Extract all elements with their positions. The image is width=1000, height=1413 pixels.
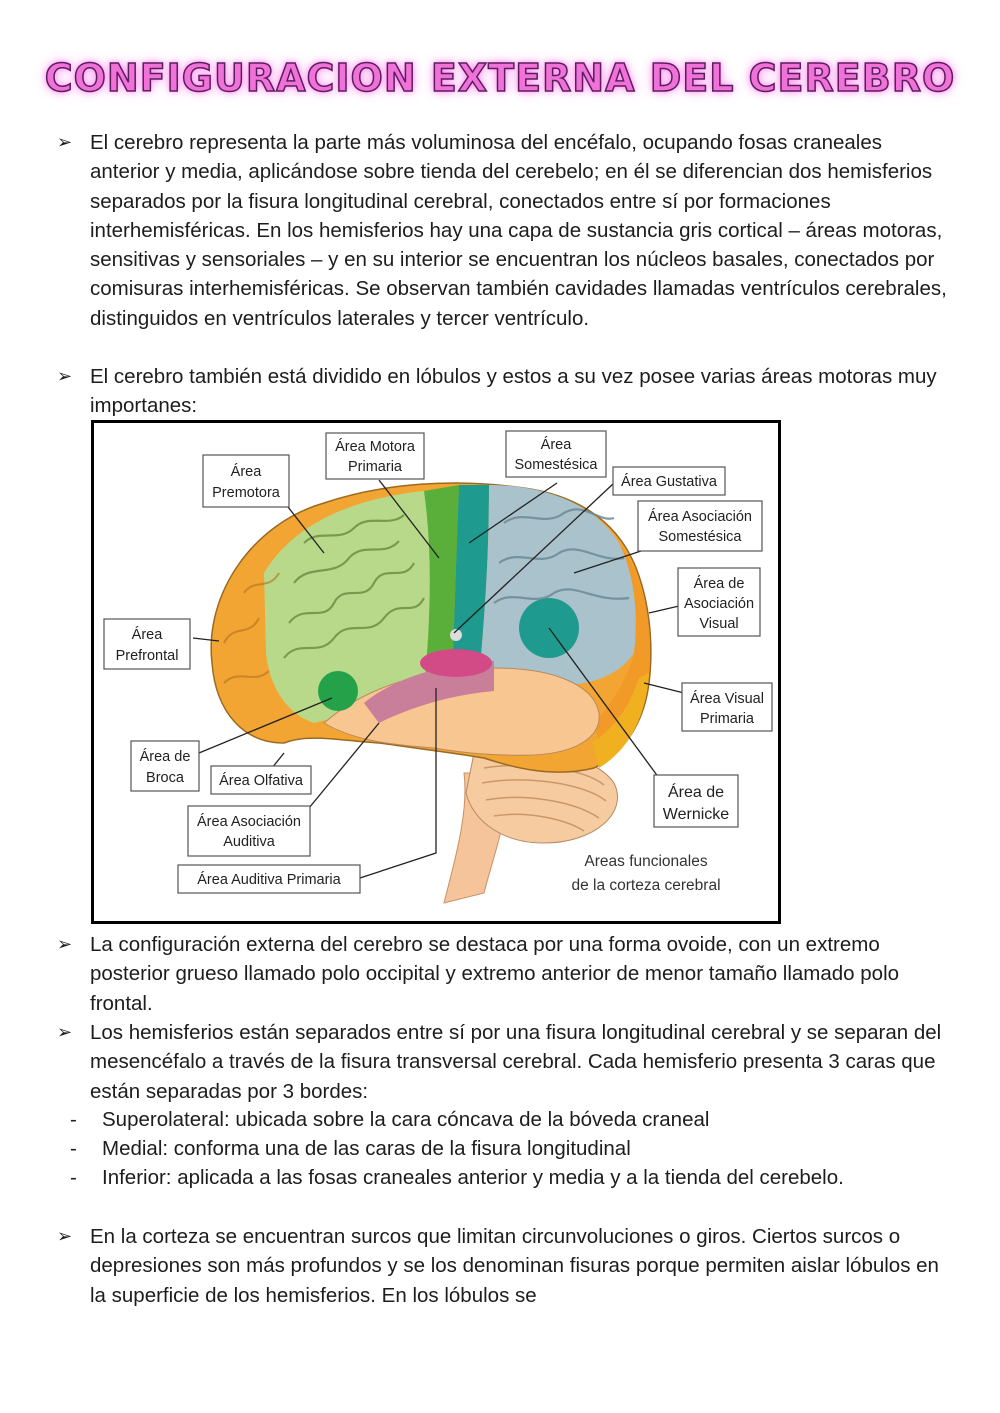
asociacion-somestesica-region [479,485,636,686]
svg-text:Auditiva: Auditiva [223,834,276,850]
premotora-region [264,491,439,723]
svg-text:Somestésica: Somestésica [658,529,742,545]
svg-text:Wernicke: Wernicke [663,806,729,823]
face-item-inferior: - Inferior: aplicada a las fosas craneal… [70,1163,947,1192]
label-premotora: Área Premotora [202,454,290,508]
svg-text:Área: Área [231,463,263,480]
paragraph-5: ➢ En la corteza se encuentran surcos que… [57,1222,947,1310]
paragraph-4: ➢ Los hemisferios están separados entre … [57,1018,947,1106]
svg-text:Área de: Área de [668,782,724,801]
svg-text:Premotora: Premotora [212,485,281,501]
svg-text:Asociación: Asociación [684,596,754,612]
svg-text:Somestésica: Somestésica [514,457,598,473]
motora-region [424,485,459,693]
arrow-bullet-icon: ➢ [57,366,73,387]
dash-bullet-icon: - [70,1166,77,1189]
svg-text:Área Motora: Área Motora [335,438,416,455]
svg-text:Primaria: Primaria [348,459,403,475]
visual-region [592,673,649,768]
label-prefrontal: Área Prefrontal [103,618,191,670]
svg-text:Área: Área [132,626,164,643]
svg-text:Área Auditiva Primaria: Área Auditiva Primaria [197,871,341,888]
label-broca: Área de Broca [130,740,200,792]
paragraph-1: ➢ El cerebro representa la parte más vol… [57,128,947,333]
svg-text:Primaria: Primaria [700,711,755,727]
arrow-bullet-icon: ➢ [57,934,73,955]
svg-text:Área Visual: Área Visual [690,690,764,707]
label-wernicke: Área de Wernicke [653,774,739,828]
brain-areas-figure: Área Premotora Área Motora Primaria Área… [91,420,781,924]
figure-caption: Areas funcionales de la corteza cerebral [571,853,720,894]
dash-bullet-icon: - [70,1137,77,1160]
svg-text:Areas funcionales: Areas funcionales [584,853,707,870]
svg-text:Área Olfativa: Área Olfativa [219,772,304,789]
dash-bullet-icon: - [70,1108,77,1131]
page-title: Configuracion externa del cerebro [44,55,956,101]
label-asociacion-somestesica: Área Asociación Somestésica [637,500,763,552]
paragraph-3: ➢ La configuración externa del cerebro s… [57,930,947,1018]
gustativa-region [420,649,492,677]
paragraph-2: ➢ El cerebro también está dividido en ló… [57,362,947,421]
label-visual-primaria: Área Visual Primaria [681,682,773,732]
svg-text:Área de: Área de [140,748,191,765]
svg-text:Área: Área [541,436,573,453]
arrow-bullet-icon: ➢ [57,132,73,153]
label-motora-primaria: Área Motora Primaria [325,432,425,480]
face-item-medial: - Medial: conforma una de las caras de l… [70,1134,947,1163]
svg-text:Área Asociación: Área Asociación [648,508,752,525]
broca-region [318,671,358,711]
arrow-bullet-icon: ➢ [57,1022,73,1043]
arrow-bullet-icon: ➢ [57,1226,73,1247]
svg-text:Broca: Broca [146,770,185,786]
svg-text:Visual: Visual [699,616,738,632]
svg-text:Prefrontal: Prefrontal [116,648,179,664]
svg-text:Área Asociación: Área Asociación [197,813,301,830]
svg-text:Área Gustativa: Área Gustativa [621,473,718,490]
label-asociacion-visual: Área de Asociación Visual [677,567,761,637]
svg-text:de la corteza cerebral: de la corteza cerebral [571,877,720,894]
svg-text:Área de: Área de [694,575,745,592]
label-gustativa: Área Gustativa [612,466,726,496]
face-item-superolateral: - Superolateral: ubicada sobre la cara c… [70,1105,947,1134]
label-auditiva-primaria: Área Auditiva Primaria [177,864,361,894]
label-somestesica: Área Somestésica [505,430,607,478]
label-olfativa: Área Olfativa [210,765,312,795]
brain-diagram: Área Premotora Área Motora Primaria Área… [103,430,773,904]
label-asociacion-auditiva: Área Asociación Auditiva [187,805,311,857]
